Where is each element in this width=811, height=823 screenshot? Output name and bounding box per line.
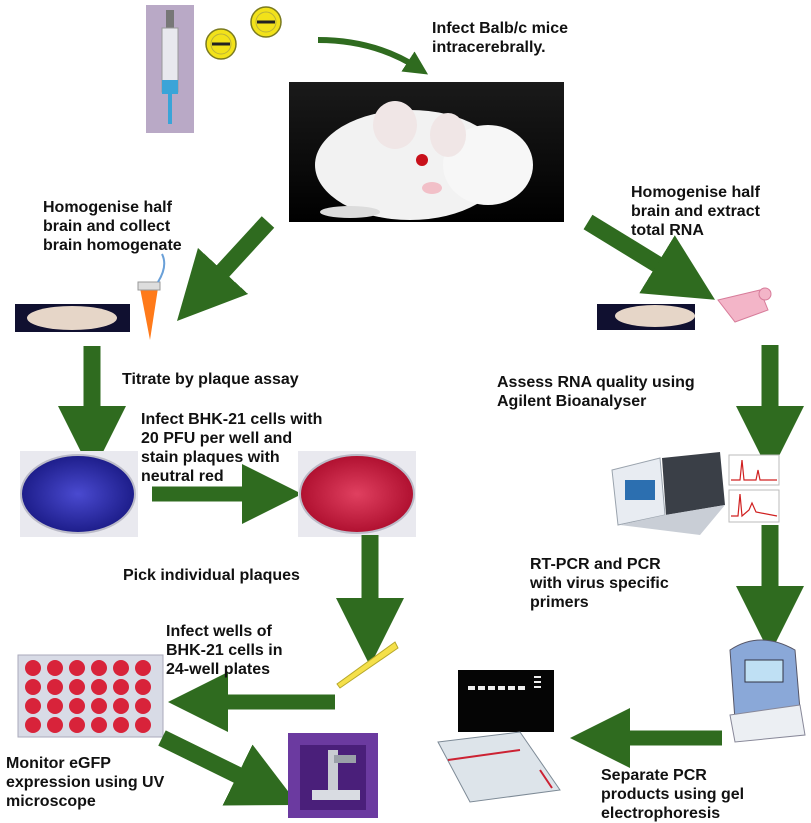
step-separate-pcr: Separate PCR products using gel electrop… xyxy=(601,766,744,823)
well-plate-icon xyxy=(18,655,163,737)
gel-icon xyxy=(438,670,560,802)
syringe-icon xyxy=(146,5,194,133)
step-infect-mice: Infect Balb/c mice intracerebrally. xyxy=(432,19,568,57)
step-assess-rna: Assess RNA quality using Agilent Bioanal… xyxy=(497,373,695,411)
step-homogenise-extract: Homogenise half brain and extract total … xyxy=(631,183,760,240)
arrow xyxy=(318,40,418,68)
mouse-photo xyxy=(289,82,564,222)
pcr-machine-icon xyxy=(730,640,805,742)
arrow xyxy=(162,738,268,790)
step-rt-pcr: RT-PCR and PCR with virus specific prime… xyxy=(530,555,669,612)
brain-icon xyxy=(15,304,130,332)
step-monitor-egfp: Monitor eGFP expression using UV microsc… xyxy=(6,754,164,811)
step-titrate: Titrate by plaque assay xyxy=(122,370,299,389)
step-infect-bhk: Infect BHK-21 cells with 20 PFU per well… xyxy=(141,410,322,486)
virus-icon xyxy=(206,29,236,59)
step-pick-plaques: Pick individual plaques xyxy=(123,566,300,585)
tube-icon xyxy=(138,254,164,340)
virus-icon xyxy=(251,7,281,37)
arrow xyxy=(200,222,268,296)
plate-icon xyxy=(20,451,138,537)
tube-icon xyxy=(718,288,771,322)
bioanalyser-icon xyxy=(612,452,779,535)
step-homogenise-collect: Homogenise half brain and collect brain … xyxy=(43,198,182,255)
microscope-icon xyxy=(288,733,378,818)
step-infect-wells: Infect wells of BHK-21 cells in 24-well … xyxy=(166,622,282,679)
pipette-tip-icon xyxy=(337,642,398,688)
brain-icon xyxy=(597,304,695,330)
